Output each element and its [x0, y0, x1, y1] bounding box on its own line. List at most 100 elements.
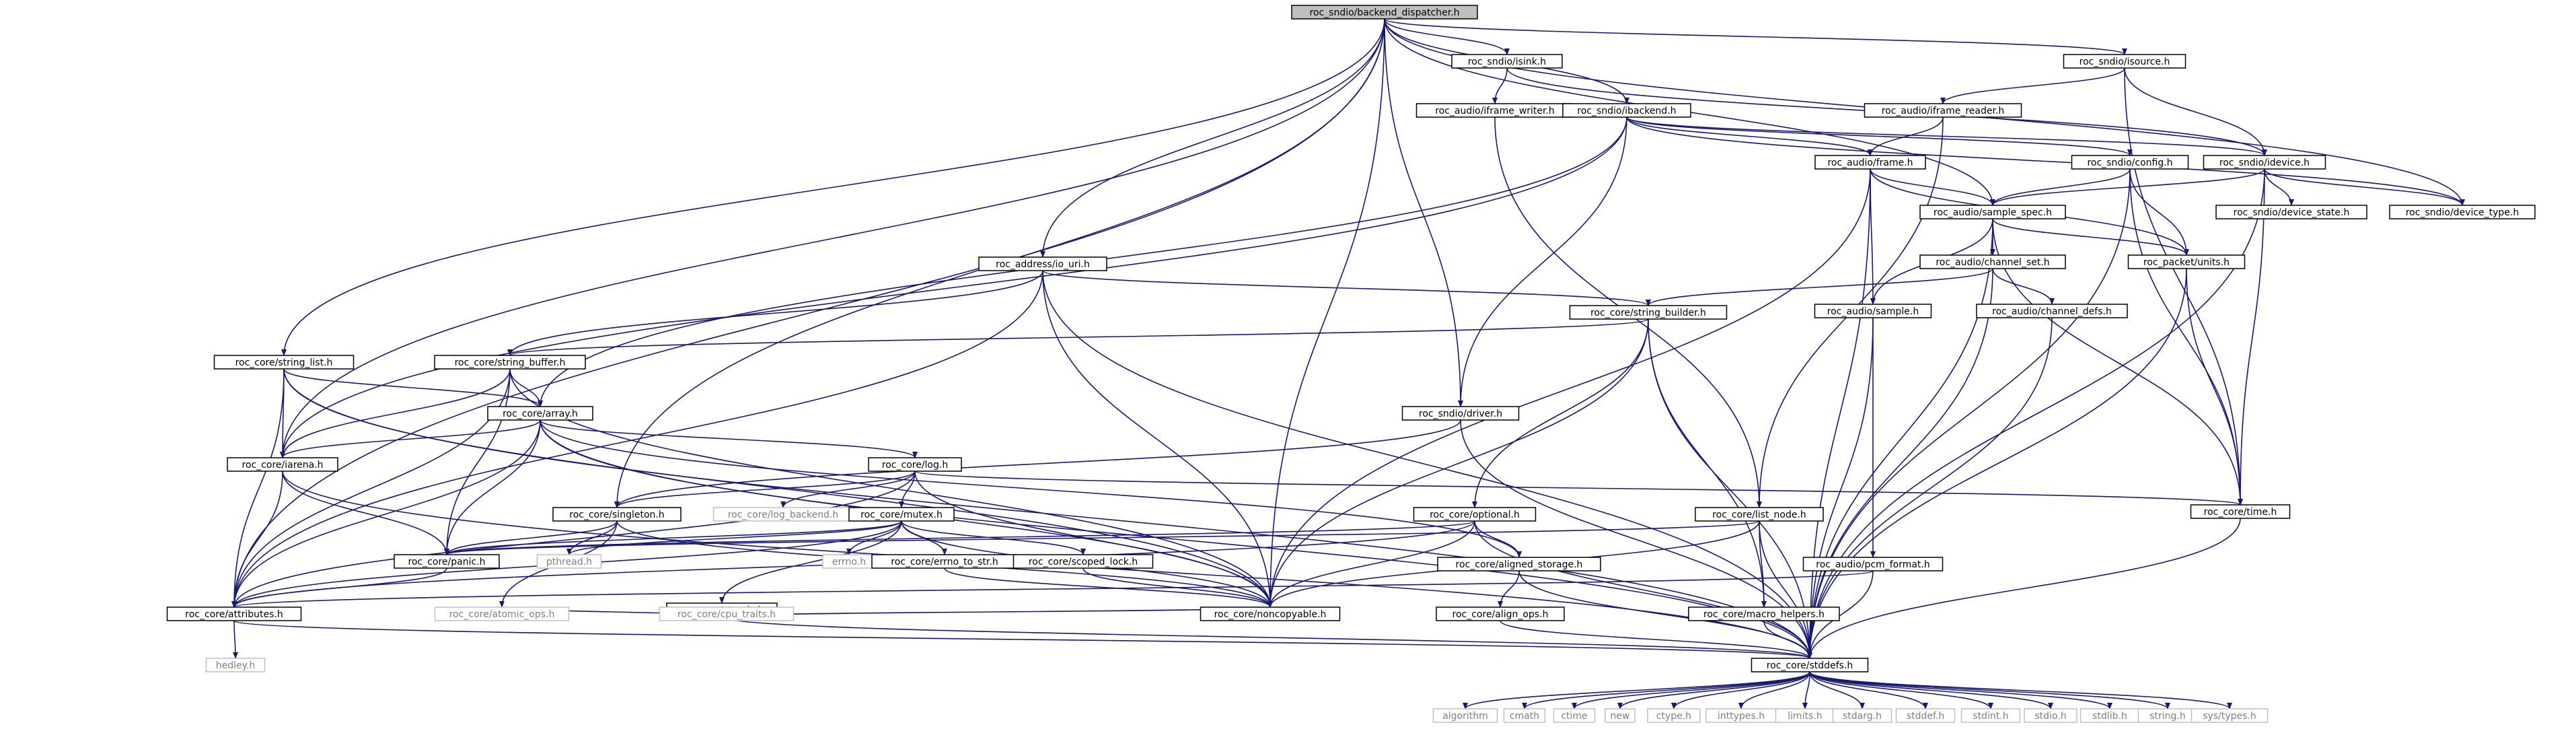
- node-ctime[interactable]: ctime: [1553, 708, 1596, 723]
- node-algorithm[interactable]: algorithm: [1432, 708, 1498, 723]
- node-stdarg[interactable]: stdarg.h: [1832, 708, 1892, 723]
- node-align-ops[interactable]: roc_core/align_ops.h: [1436, 606, 1565, 621]
- node-label: stdint.h: [1973, 711, 2008, 722]
- edge-pcm_format-to-stddefs: [1807, 570, 1874, 659]
- edge-log-to-mutex: [899, 471, 916, 508]
- node-stdio[interactable]: stdio.h: [2024, 708, 2077, 723]
- node-label: roc_audio/sample_spec.h: [1934, 207, 2052, 218]
- edge-string_builder-to-macro_helpers: [1648, 318, 1767, 608]
- edge-root-to-io_uri: [1040, 18, 1385, 258]
- node-list-node[interactable]: roc_core/list_node.h: [1695, 507, 1824, 522]
- node-box: [659, 606, 795, 621]
- node-noncopyable[interactable]: roc_core/noncopyable.h: [1200, 606, 1341, 621]
- node-idevice[interactable]: roc_sndio/idevice.h: [2203, 155, 2326, 170]
- node-pcm-format[interactable]: roc_audio/pcm_format.h: [1802, 557, 1944, 571]
- node-label: roc_core/aligned_storage.h: [1456, 559, 1583, 570]
- node-sample[interactable]: roc_audio/sample.h: [1814, 304, 1932, 318]
- node-frame[interactable]: roc_audio/frame.h: [1814, 155, 1926, 170]
- edge-isource-to-idevice: [2124, 67, 2267, 156]
- node-time[interactable]: roc_core/time.h: [2190, 504, 2291, 519]
- node-box: [1895, 708, 1956, 723]
- node-box: [227, 457, 338, 472]
- node-errno[interactable]: errno.h: [822, 554, 876, 569]
- edge-config-to-sample_spec: [1990, 168, 2131, 206]
- node-box: [1451, 54, 1563, 69]
- node-label: roc_core/string_buffer.h: [455, 357, 566, 368]
- node-frame-reader[interactable]: roc_audio/iframe_reader.h: [1864, 103, 2022, 118]
- node-box: [978, 256, 1107, 271]
- node-ibackend[interactable]: roc_sndio/ibackend.h: [1562, 103, 1691, 118]
- edge-frame_reader-to-frame: [1868, 116, 1944, 156]
- node-macro-helpers[interactable]: roc_core/macro_helpers.h: [1688, 606, 1840, 621]
- node-label: roc_core/time.h: [2204, 507, 2277, 518]
- node-string-builder[interactable]: roc_core/string_builder.h: [1569, 305, 1728, 320]
- node-label: sys/types.h: [2203, 711, 2256, 722]
- edge-stddefs-to-cmath: [1522, 671, 1810, 709]
- node-inttypes[interactable]: inttypes.h: [1705, 708, 1777, 723]
- edge-ibackend-to-frame: [1626, 116, 1873, 156]
- node-string[interactable]: string.h: [2137, 708, 2198, 723]
- edge-root-to-string_list: [281, 18, 1385, 356]
- node-frame-writer[interactable]: roc_audio/iframe_writer.h: [1415, 103, 1574, 118]
- node-stdint[interactable]: stdint.h: [1960, 708, 2021, 723]
- node-isink[interactable]: roc_sndio/isink.h: [1451, 54, 1563, 69]
- node-optional[interactable]: roc_core/optional.h: [1413, 507, 1537, 522]
- node-label: roc_core/align_ops.h: [1452, 609, 1549, 620]
- node-box: [1814, 304, 1932, 318]
- node-atomic-ops[interactable]: roc_core/atomic_ops.h: [434, 606, 570, 621]
- edge-align_ops-to-stddefs: [1500, 620, 1812, 659]
- node-log-backend[interactable]: roc_core/log_backend.h: [712, 507, 854, 522]
- node-pthread[interactable]: pthread.h: [536, 554, 602, 569]
- edge-log-to-log_backend: [780, 471, 916, 508]
- node-channel-set[interactable]: roc_audio/channel_set.h: [1919, 254, 2066, 269]
- node-mutex[interactable]: roc_core/mutex.h: [848, 507, 955, 522]
- node-isource[interactable]: roc_sndio/isource.h: [2063, 54, 2186, 69]
- node-limits[interactable]: limits.h: [1775, 708, 1835, 723]
- node-label: roc_core/attributes.h: [185, 609, 283, 620]
- node-panic[interactable]: roc_core/panic.h: [394, 554, 500, 569]
- node-sample-spec[interactable]: roc_audio/sample_spec.h: [1919, 205, 2066, 219]
- node-arena[interactable]: roc_core/iarena.h: [227, 457, 338, 472]
- node-label: roc_core/string_builder.h: [1590, 308, 1706, 318]
- edge-stddefs-to-algorithm: [1463, 671, 1810, 709]
- node-array[interactable]: roc_core/array.h: [487, 406, 593, 421]
- node-new[interactable]: new: [1605, 708, 1635, 723]
- node-ctype[interactable]: ctype.h: [1647, 708, 1701, 723]
- graph-nodes: roc_sndio/backend_dispatcher.h roc_sndio/…: [166, 5, 2536, 723]
- node-aligned-storage[interactable]: roc_core/aligned_storage.h: [1437, 557, 1601, 571]
- node-box: [2191, 708, 2269, 723]
- node-device-type[interactable]: roc_sndio/device_type.h: [2389, 205, 2536, 219]
- node-io-uri[interactable]: roc_address/io_uri.h: [978, 256, 1107, 271]
- node-box: [1832, 708, 1892, 723]
- node-string-buffer[interactable]: roc_core/string_buffer.h: [434, 355, 586, 370]
- node-systypes[interactable]: sys/types.h: [2191, 708, 2269, 723]
- node-label: roc_packet/units.h: [2143, 257, 2230, 268]
- node-channel-defs[interactable]: roc_audio/channel_defs.h: [1976, 304, 2128, 318]
- node-label: new: [1611, 711, 1630, 722]
- node-stddefs[interactable]: roc_core/stddefs.h: [1751, 658, 1869, 672]
- node-label: roc_address/io_uri.h: [996, 259, 1090, 270]
- node-root[interactable]: roc_sndio/backend_dispatcher.h: [1291, 5, 1478, 20]
- node-device-state[interactable]: roc_sndio/device_state.h: [2215, 205, 2367, 219]
- edge-optional-to-noncopyable: [1267, 520, 1475, 608]
- node-string-list[interactable]: roc_core/string_list.h: [213, 355, 355, 370]
- node-label: roc_core/cpu_traits.h: [677, 609, 776, 620]
- edge-io_uri-to-stddefs: [1042, 270, 1812, 659]
- node-config[interactable]: roc_sndio/config.h: [2071, 155, 2189, 170]
- node-stddef[interactable]: stddef.h: [1895, 708, 1956, 723]
- node-hedley[interactable]: hedley.h: [205, 658, 266, 672]
- node-cpu-traits[interactable]: roc_core/cpu_traits.h: [659, 606, 795, 621]
- node-box: [1569, 305, 1728, 320]
- node-stdlib[interactable]: stdlib.h: [2080, 708, 2140, 723]
- node-cmath[interactable]: cmath: [1503, 708, 1546, 723]
- node-attributes[interactable]: roc_core/attributes.h: [166, 606, 302, 621]
- node-driver[interactable]: roc_sndio/driver.h: [1401, 406, 1520, 421]
- node-errno-to-str[interactable]: roc_core/errno_to_str.h: [871, 554, 1018, 569]
- edge-macro_helpers-to-stddefs: [1763, 620, 1812, 659]
- node-box: [1413, 507, 1537, 522]
- node-log[interactable]: roc_core/log.h: [868, 457, 962, 472]
- node-units[interactable]: roc_packet/units.h: [2127, 254, 2246, 269]
- node-scoped-lock[interactable]: roc_core/scoped_lock.h: [1013, 554, 1154, 569]
- node-singleton[interactable]: roc_core/singleton.h: [552, 507, 682, 522]
- edge-array-to-stddefs: [540, 419, 1812, 659]
